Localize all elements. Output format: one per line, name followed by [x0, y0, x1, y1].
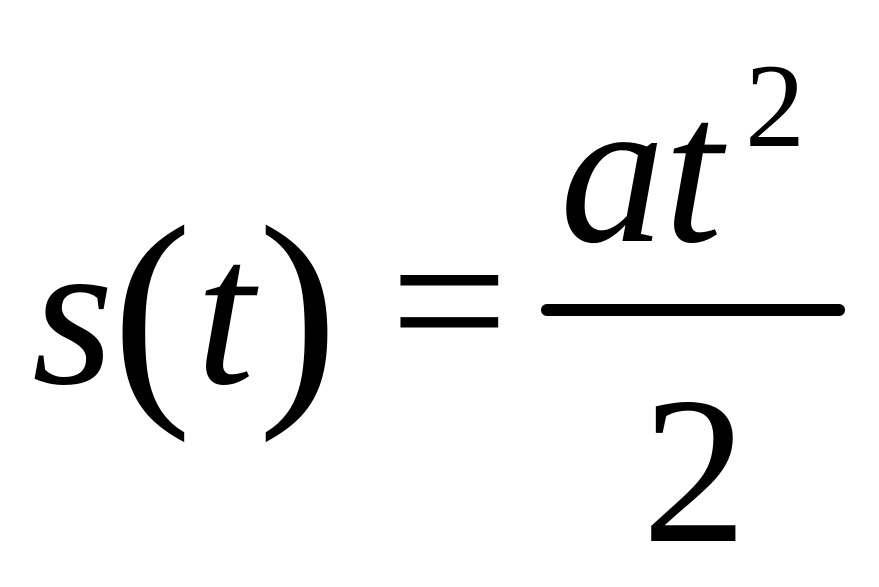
numerator-coefficient-a: a	[560, 55, 665, 287]
kinematics-formula: s ( t ) = a t 2 2	[32, 39, 845, 576]
lhs-variable-s: s	[32, 197, 114, 429]
equals-sign: =	[390, 185, 509, 417]
numerator-variable-t: t	[664, 55, 723, 287]
close-parenthesis: )	[258, 177, 338, 443]
denominator: 2	[642, 355, 747, 587]
fraction-bar	[541, 304, 845, 316]
numerator-exponent: 2	[745, 39, 805, 172]
open-parenthesis: (	[112, 177, 192, 443]
lhs-argument-t: t	[196, 197, 255, 429]
